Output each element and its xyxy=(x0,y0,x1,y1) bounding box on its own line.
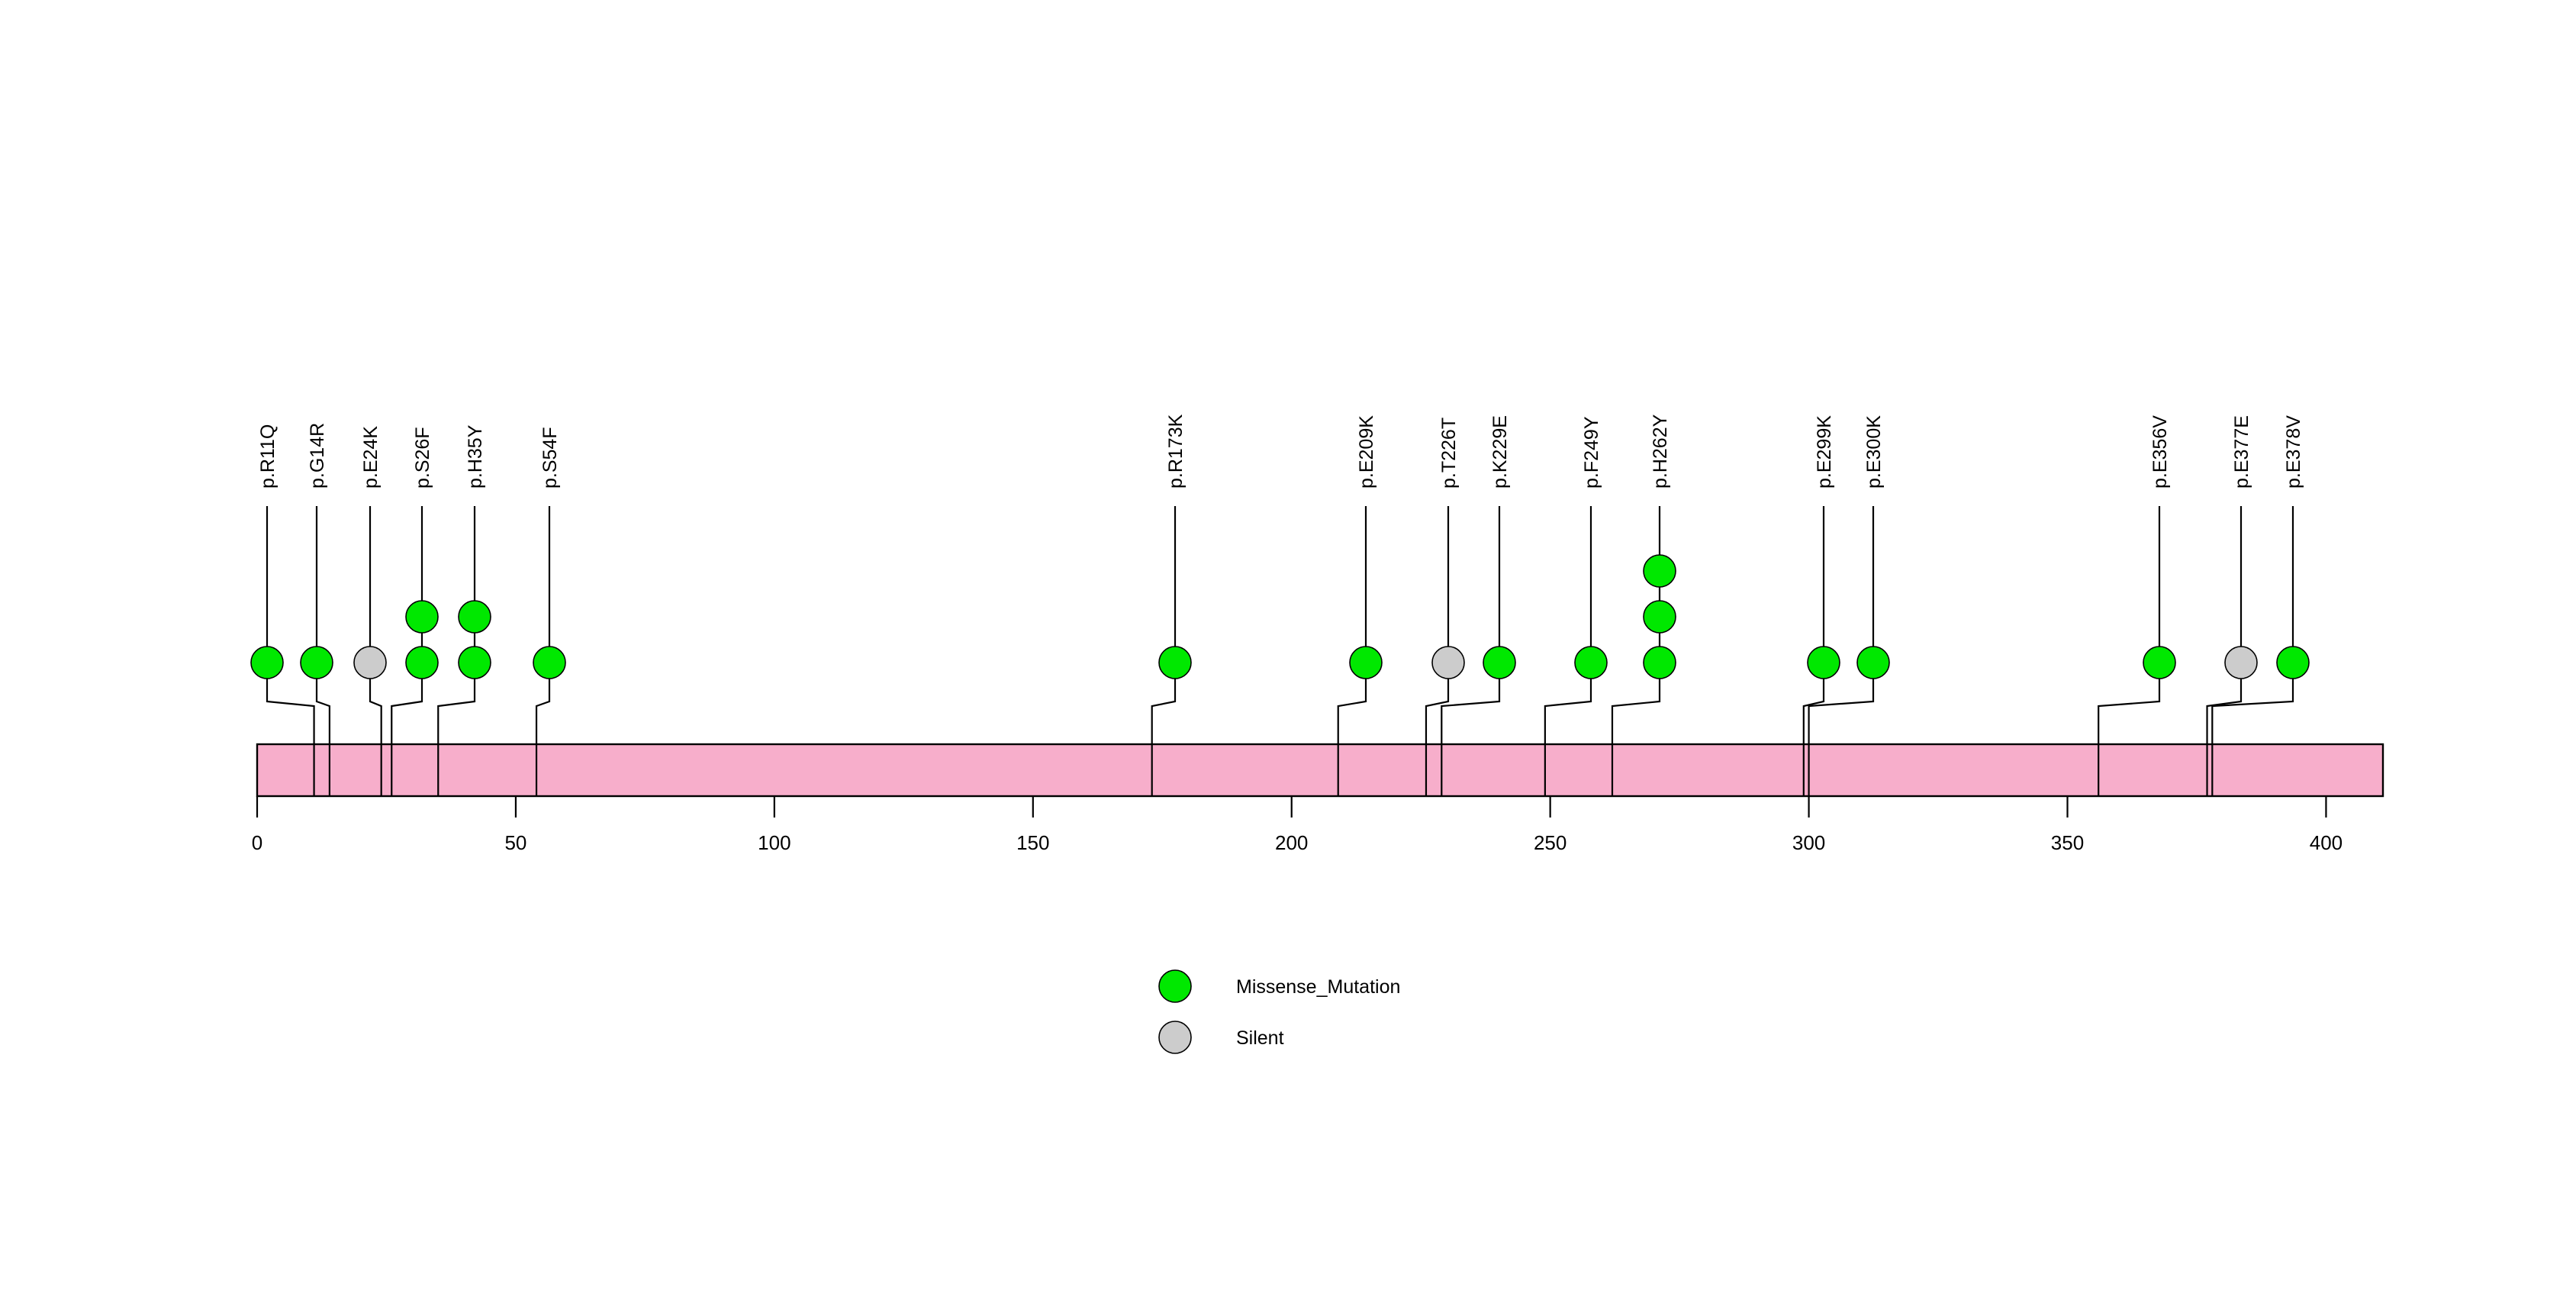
axis-tick-label: 200 xyxy=(1275,831,1308,854)
mutation-label: p.E299K xyxy=(1814,415,1835,489)
mutation-label: p.R173K xyxy=(1165,414,1187,489)
mutation-label: p.H35Y xyxy=(465,424,486,489)
lollipop-stem xyxy=(1151,506,1177,796)
lollipop-stem xyxy=(535,506,551,796)
lollipop-stem xyxy=(1802,506,1825,796)
lollipop-stem xyxy=(369,506,382,796)
lollipop-stem xyxy=(1425,506,1450,796)
lollipop-head[interactable] xyxy=(1431,646,1465,679)
mutation-labels: p.R11Q p.G14R p.E24K p.S26F p.H35Y p.S54F p.R1… xyxy=(257,414,2304,489)
mutation-label: p.H262Y xyxy=(1650,414,1671,489)
lollipop-head[interactable] xyxy=(2143,646,2176,679)
axis-tick-label: 100 xyxy=(758,831,791,854)
lollipop-stem xyxy=(2098,506,2161,796)
legend-label: Missense_Mutation xyxy=(1236,976,1400,998)
lollipop-head[interactable] xyxy=(1483,646,1516,679)
mutation-label: p.T226T xyxy=(1438,418,1460,489)
lollipop-head[interactable] xyxy=(405,600,439,634)
lollipop-head[interactable] xyxy=(533,646,566,679)
lollipop-head[interactable] xyxy=(2224,646,2258,679)
position-axis: 0 50 100 150 200 250 300 350 400 xyxy=(252,796,2343,854)
lollipop-stem xyxy=(2206,506,2243,796)
protein-domain-track xyxy=(256,743,2384,798)
protein-backbone-rect xyxy=(256,743,2384,798)
legend-swatch xyxy=(1158,1021,1192,1054)
lollipop-head[interactable] xyxy=(1643,554,1676,588)
lollipop-head[interactable] xyxy=(1643,646,1676,679)
lollipop-stem xyxy=(2211,506,2294,796)
mutation-label: p.K229E xyxy=(1489,415,1511,489)
lollipop-head[interactable] xyxy=(1856,646,1890,679)
axis-tick-label: 400 xyxy=(2310,831,2343,854)
legend-label: Silent xyxy=(1236,1027,1284,1049)
mutation-label: p.E209K xyxy=(1356,415,1377,489)
mutation-label: p.E24K xyxy=(360,426,382,489)
lollipop-stem xyxy=(1544,506,1592,796)
lollipop-head[interactable] xyxy=(1643,600,1676,634)
axis-tick-label: 150 xyxy=(1016,831,1049,854)
lollipop-head[interactable] xyxy=(1349,646,1383,679)
axis-tick-label: 0 xyxy=(252,831,262,854)
lollipop-head[interactable] xyxy=(1807,646,1840,679)
lollipop-head[interactable] xyxy=(458,646,491,679)
lollipop-stem xyxy=(266,506,315,796)
mutation-label: p.E377E xyxy=(2231,415,2252,489)
lollipop-heads xyxy=(250,554,2310,679)
mutation-label: p.G14R xyxy=(307,423,328,489)
legend-swatch xyxy=(1158,969,1192,1003)
lollipop-head[interactable] xyxy=(300,646,333,679)
lollipop-stem xyxy=(1808,506,1875,796)
mutation-label: p.E378V xyxy=(2283,415,2304,489)
mutation-label: p.R11Q xyxy=(257,424,279,489)
axis-tick-label: 50 xyxy=(504,831,526,854)
lollipop-stem xyxy=(1337,506,1367,796)
lollipop-head[interactable] xyxy=(353,646,387,679)
lollipop-stem xyxy=(1441,506,1501,796)
lollipop-head[interactable] xyxy=(458,600,491,634)
lollipop-head[interactable] xyxy=(250,646,284,679)
mutation-label: p.F249Y xyxy=(1581,416,1602,489)
axis-tick-label: 250 xyxy=(1534,831,1567,854)
lollipop-head[interactable] xyxy=(1158,646,1192,679)
axis-tick-label: 300 xyxy=(1792,831,1825,854)
lollipop-stem xyxy=(315,506,330,796)
mutation-label: p.S54F xyxy=(539,427,561,489)
lollipop-head[interactable] xyxy=(2276,646,2310,679)
lollipop-head[interactable] xyxy=(1574,646,1608,679)
mutation-label: p.E300K xyxy=(1863,415,1885,489)
mutation-label: p.S26F xyxy=(412,427,433,489)
axis-tick-label: 350 xyxy=(2051,831,2084,854)
lollipop-head[interactable] xyxy=(405,646,439,679)
mutation-label: p.E356V xyxy=(2149,415,2171,489)
